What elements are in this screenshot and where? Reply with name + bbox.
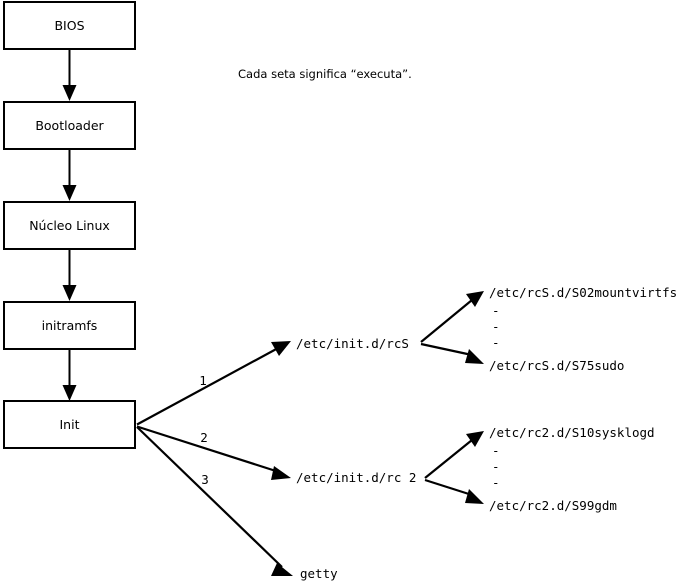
initramfs-label: initramfs [42,318,98,333]
rc2-fanout-bottom [424,478,484,504]
arrow-head-icon [466,291,484,307]
rc2-ellipsis-dash-3: - [492,475,500,490]
rcs-ellipsis-dash-3: - [492,335,500,350]
arrow-head-icon [62,85,77,101]
arrow-head-icon [271,341,291,356]
branch-number-1: 1 [199,373,207,388]
node-bios: BIOS [3,1,136,50]
vertical-arrows-group [62,49,77,401]
node-init: Init [3,400,136,449]
label-rcs-last-script: /etc/rcS.d/S75sudo [489,358,624,373]
branch-target-labels: /etc/init.d/rcS /etc/init.d/rc 2 getty [296,336,416,581]
rcs-ellipsis-dash-1: - [492,303,500,318]
node-initramfs: initramfs [3,301,136,350]
init-branch-2: 2 [136,425,291,480]
kernel-label: Núcleo Linux [29,218,110,233]
arrow-initramfs-to-init [62,349,77,401]
label-etc-initd-rcs: /etc/init.d/rcS [296,336,409,351]
label-etc-initd-rc2: /etc/init.d/rc 2 [296,470,416,485]
init-branch-3: 3 [136,426,293,576]
init-label: Init [60,417,80,432]
initramfs-box [3,301,136,350]
rcs-ellipsis-dash-2: - [492,319,500,334]
init-box [3,400,136,449]
label-rc2-last-script: /etc/rc2.d/S99gdm [489,498,617,513]
rcs-fanout-bottom [420,342,484,364]
label-getty: getty [300,566,338,581]
branch-shaft [420,342,473,357]
rcs-fanout-top [420,291,484,343]
kernel-box [3,201,136,250]
branch-shaft [136,346,281,426]
branch-shaft [424,478,473,497]
branch-shaft [136,425,280,474]
branch-shaft [136,426,283,568]
rc2-fanout-top [424,431,484,479]
label-rc2-first-script: /etc/rc2.d/S10sysklogd [489,425,655,440]
arrow-head-icon [466,431,484,447]
arrow-kernel-to-initramfs [62,249,77,301]
branch-shaft [420,299,473,343]
node-bootloader: Bootloader [3,101,136,150]
bios-box [3,1,136,50]
bios-label: BIOS [54,18,84,33]
branch-number-3: 3 [201,472,209,487]
branch-number-2: 2 [200,430,208,445]
arrow-head-icon [62,185,77,201]
rc2-ellipsis-dash-1: - [492,443,500,458]
arrow-head-icon [465,349,484,364]
arrow-bootloader-to-kernel [62,149,77,201]
arrow-head-icon [271,466,291,480]
diagram-note: Cada seta significa “executa”. [238,67,412,81]
node-kernel: Núcleo Linux [3,201,136,250]
arrow-head-icon [465,489,484,504]
rc2-ellipsis-dash-2: - [492,459,500,474]
arrow-head-icon [271,563,293,576]
init-branch-1: 1 [136,341,291,426]
arrow-head-icon [62,385,77,401]
boot-chain-group: BIOS Bootloader Núcleo Linux initramfs I… [3,1,136,449]
rcs-scripts-group: /etc/rcS.d/S02mountvirtfs - - - /etc/rcS… [420,285,677,373]
branch-shaft [424,439,473,479]
label-rcs-first-script: /etc/rcS.d/S02mountvirtfs [489,285,677,300]
bootloader-label: Bootloader [35,118,104,133]
init-branches-group: 1 2 3 [136,341,293,576]
rc2-scripts-group: /etc/rc2.d/S10sysklogd - - - /etc/rc2.d/… [424,425,655,513]
arrow-head-icon [62,285,77,301]
arrow-bios-to-bootloader [62,49,77,101]
